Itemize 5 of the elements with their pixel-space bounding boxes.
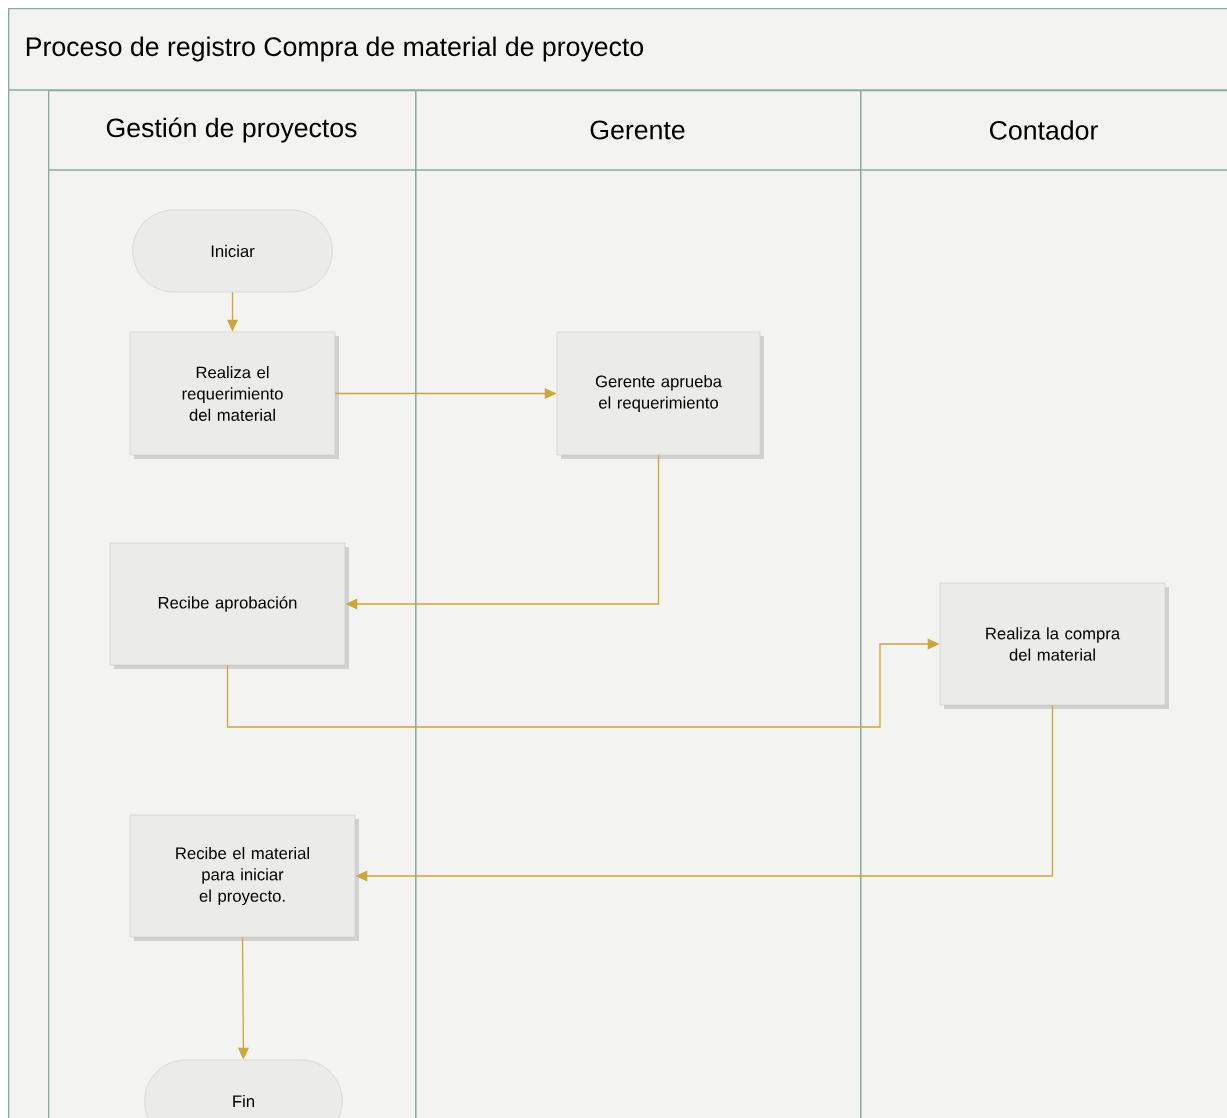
- process-box: Realiza la compra del material: [939, 582, 1169, 709]
- process-box: Recibe aprobación: [109, 542, 349, 669]
- process-box: Gerente aprueba el requerimiento: [556, 331, 764, 459]
- process-box: Recibe el material para iniciar el proyecto.: [129, 814, 359, 941]
- process-box: Realiza el requerimiento del material: [129, 331, 339, 459]
